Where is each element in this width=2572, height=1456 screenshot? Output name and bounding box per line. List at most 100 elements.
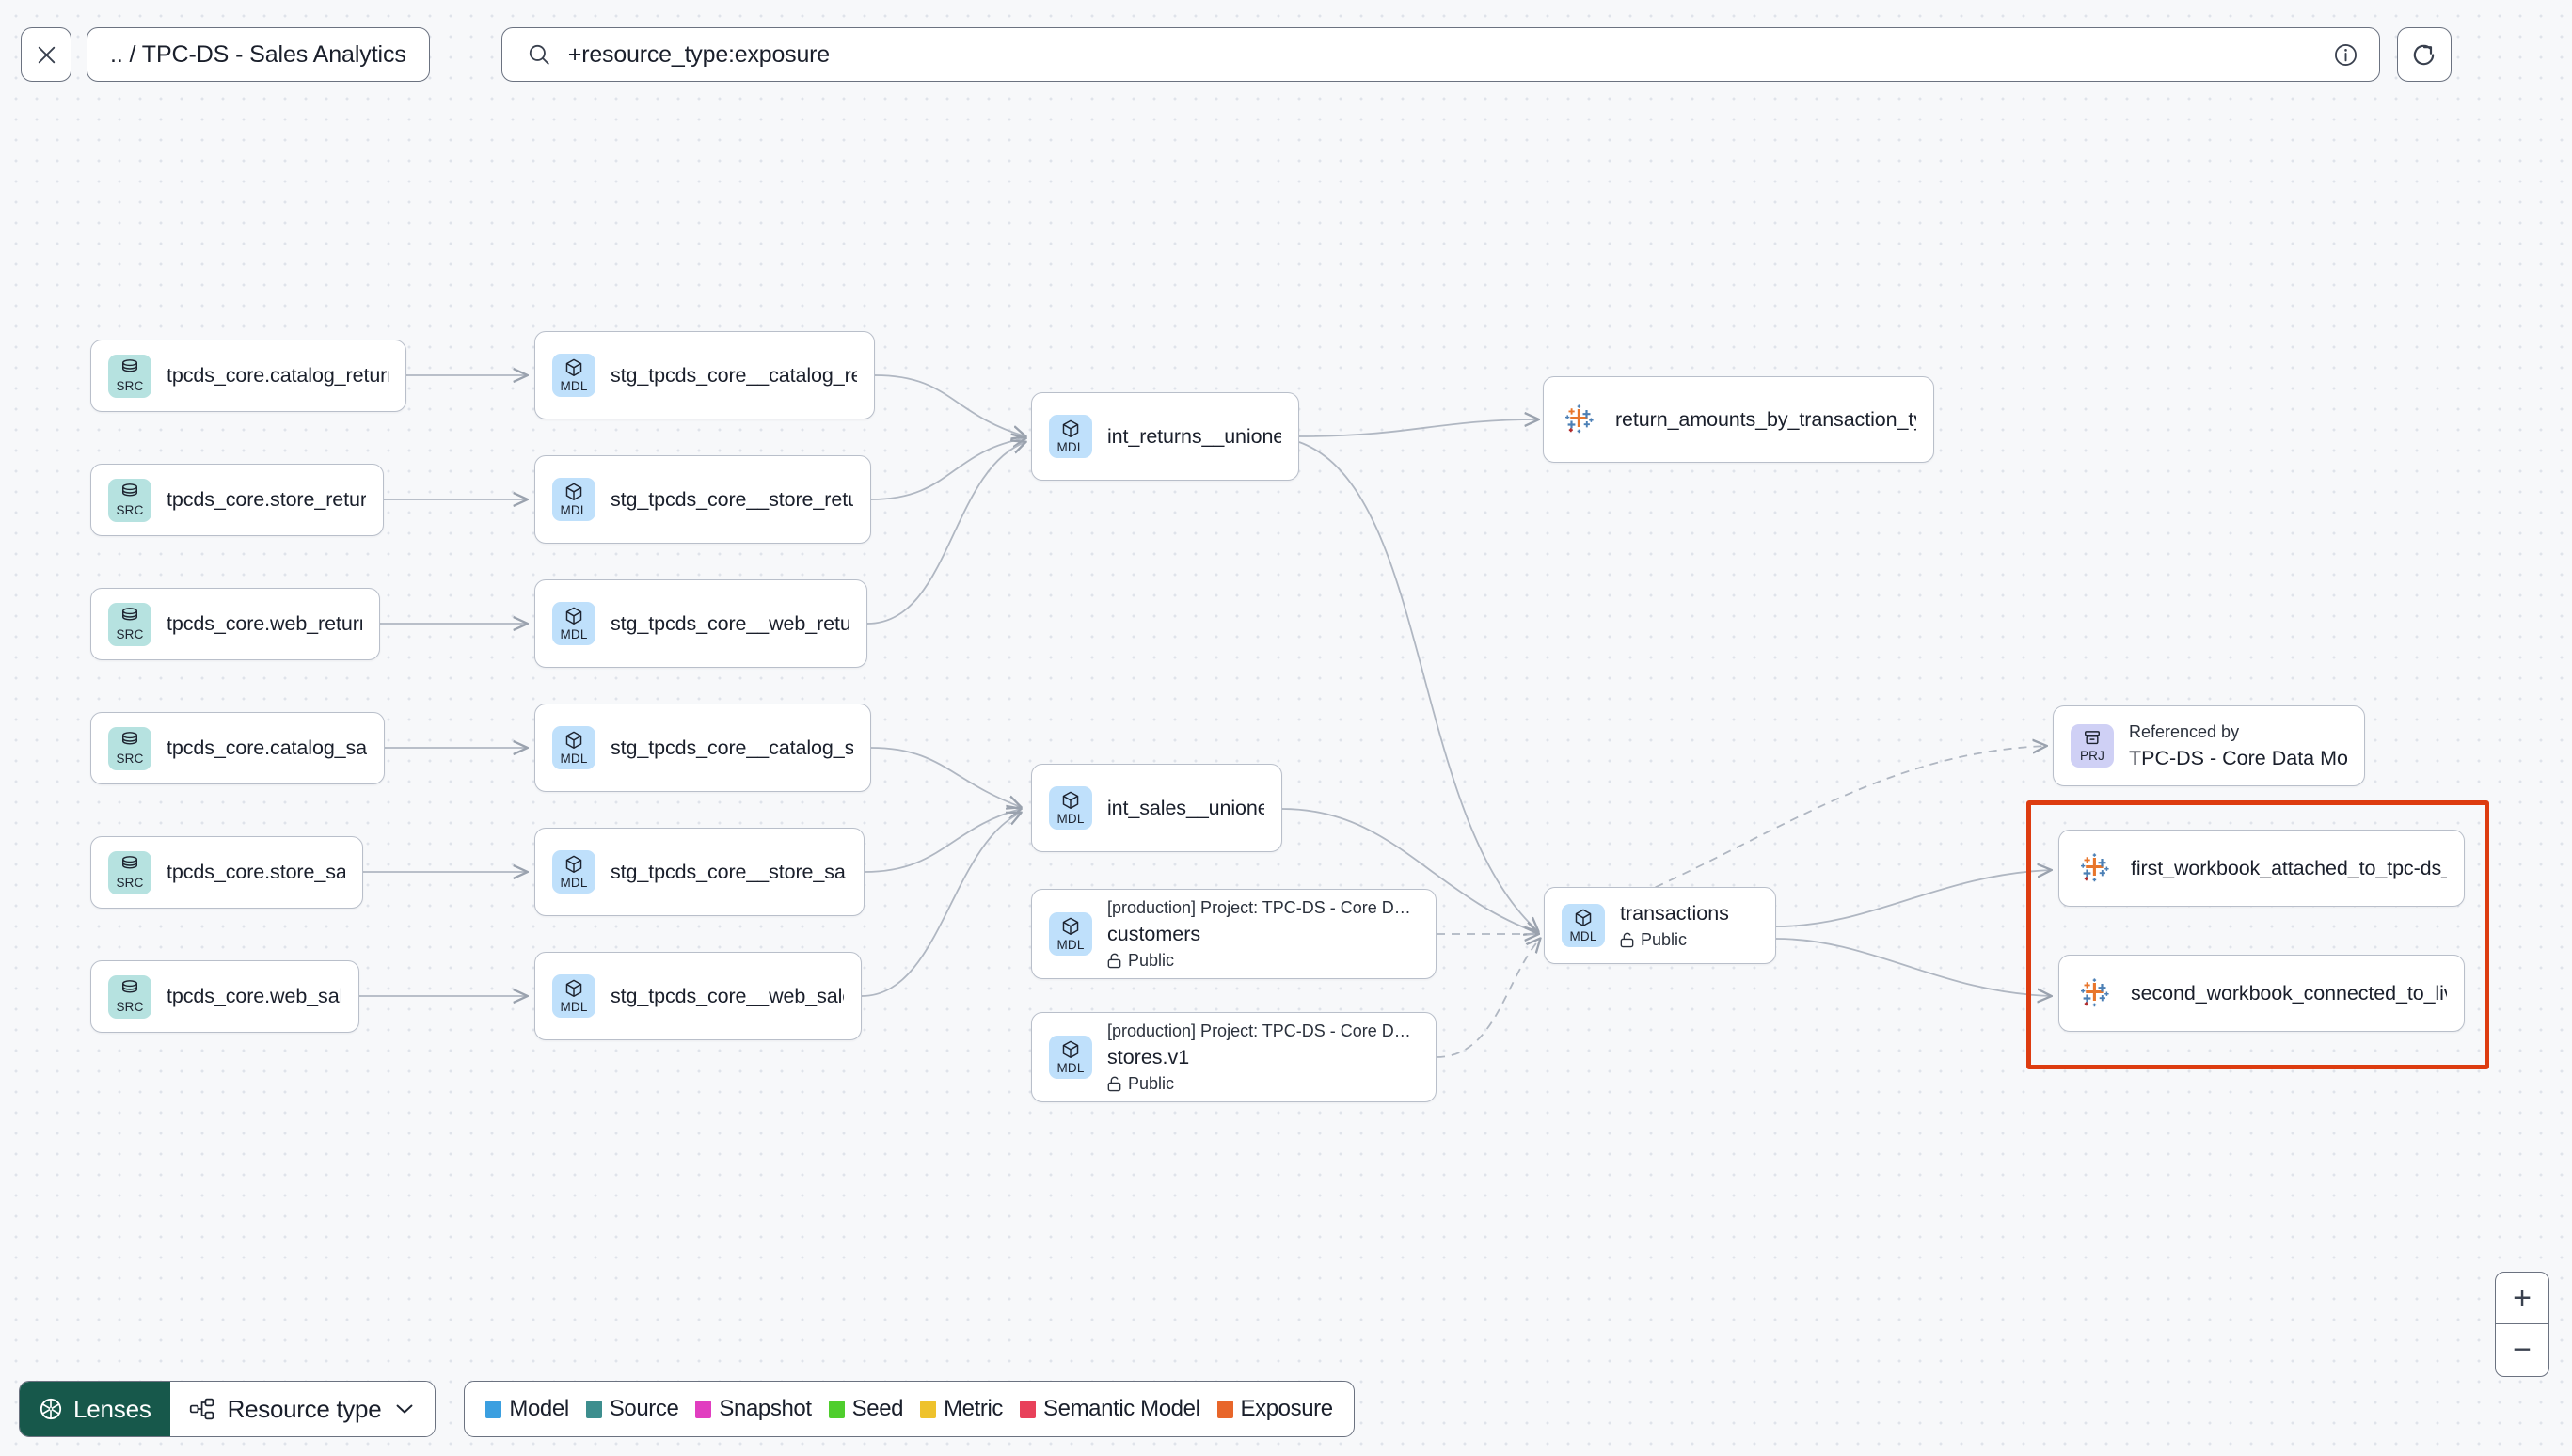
mdl-badge-label: MDL xyxy=(1569,929,1597,944)
node-int-sales-unioned[interactable]: MDL int_sales__unioned xyxy=(1031,764,1282,852)
legend-item[interactable]: Exposure xyxy=(1216,1396,1334,1422)
node-src-store-returns[interactable]: SRC tpcds_core.store_returns xyxy=(90,464,384,536)
legend-item[interactable]: Model xyxy=(485,1396,569,1422)
legend-swatch-exposure xyxy=(1216,1400,1233,1418)
node-label: return_amounts_by_transaction_type xyxy=(1615,407,1916,431)
refresh-icon xyxy=(2414,44,2435,65)
node-label: tpcds_core.catalog_returns xyxy=(167,364,389,387)
node-stg-store-returns[interactable]: MDL stg_tpcds_core__store_returns xyxy=(534,455,871,544)
resource-type-legend: Model Source Snapshot Seed Metric Semant… xyxy=(464,1381,1355,1437)
search-value[interactable]: +resource_type:exposure xyxy=(567,40,831,68)
legend-label: Metric xyxy=(944,1396,1004,1421)
mdl-badge-icon: MDL xyxy=(1049,1036,1092,1079)
node-reference-caption: Referenced by xyxy=(2129,721,2240,741)
tableau-icon xyxy=(2076,972,2114,1015)
legend-item[interactable]: Source xyxy=(585,1396,679,1422)
node-stg-web-sales[interactable]: MDL stg_tpcds_core__web_sales xyxy=(534,952,862,1040)
node-stg-store-sales[interactable]: MDL stg_tpcds_core__store_sales xyxy=(534,828,865,916)
mdl-badge-icon: MDL xyxy=(552,726,595,769)
cube-icon xyxy=(565,855,582,874)
mdl-badge-icon: MDL xyxy=(552,354,595,397)
mdl-badge-label: MDL xyxy=(1056,812,1085,827)
src-badge-label: SRC xyxy=(116,378,144,393)
node-src-catalog-returns[interactable]: SRC tpcds_core.catalog_returns xyxy=(90,340,406,412)
breadcrumb[interactable]: .. / TPC-DS - Sales Analytics xyxy=(87,27,430,82)
node-label: stg_tpcds_core__catalog_sales xyxy=(611,736,853,759)
mdl-badge-icon: MDL xyxy=(1049,912,1092,956)
legend-item[interactable]: Metric xyxy=(920,1396,1003,1422)
cube-icon xyxy=(565,731,582,750)
node-int-returns-unioned[interactable]: MDL int_returns__unioned xyxy=(1031,392,1299,481)
node-customers[interactable]: MDL [production] Project: TPC-DS - Core … xyxy=(1031,889,1437,979)
node-second-workbook[interactable]: second_workbook_connected_to_live… xyxy=(2058,955,2465,1032)
legend-swatch-seed xyxy=(828,1400,845,1418)
node-referenced-by-project[interactable]: PRJ Referenced by TPC-DS - Core Data Mod… xyxy=(2053,705,2365,786)
legend-label: Snapshot xyxy=(719,1396,812,1421)
mdl-badge-label: MDL xyxy=(560,752,588,767)
node-label: stg_tpcds_core__web_returns xyxy=(611,611,849,635)
tableau-glyph-icon xyxy=(2081,978,2109,1007)
mdl-badge-label: MDL xyxy=(560,503,588,518)
node-project-label: [production] Project: TPC-DS - Core Data… xyxy=(1107,897,1419,917)
legend-item[interactable]: Snapshot xyxy=(695,1396,812,1422)
tableau-icon xyxy=(2076,847,2114,890)
close-button[interactable] xyxy=(21,27,71,82)
node-stores-v1[interactable]: MDL [production] Project: TPC-DS - Core … xyxy=(1031,1012,1437,1102)
refresh-button[interactable] xyxy=(2396,27,2452,82)
node-src-web-returns[interactable]: SRC tpcds_core.web_returns xyxy=(90,588,380,660)
legend-label: Exposure xyxy=(1240,1396,1334,1421)
node-label: tpcds_core.store_sales xyxy=(167,861,345,883)
legend-item[interactable]: Seed xyxy=(828,1396,903,1422)
node-label: TPC-DS - Core Data Models xyxy=(2129,746,2347,769)
node-stg-web-returns[interactable]: MDL stg_tpcds_core__web_returns xyxy=(534,579,867,668)
zoom-out-button[interactable]: − xyxy=(2513,1332,2532,1368)
breadcrumb-label: .. / TPC-DS - Sales Analytics xyxy=(110,40,406,68)
resource-type-dropdown[interactable]: Resource type xyxy=(169,1382,436,1436)
node-stg-catalog-sales[interactable]: MDL stg_tpcds_core__catalog_sales xyxy=(534,704,871,792)
mdl-badge-icon: MDL xyxy=(1049,786,1092,830)
node-stg-catalog-returns[interactable]: MDL stg_tpcds_core__catalog_returns xyxy=(534,331,875,419)
resource-type-label: Resource type xyxy=(227,1394,382,1423)
zoom-in-button[interactable]: + xyxy=(2496,1273,2548,1324)
node-label: stores.v1 xyxy=(1107,1045,1190,1068)
search-icon xyxy=(529,44,549,65)
bottom-toolbar: Lenses Resource type Model xyxy=(19,1381,1355,1437)
close-icon xyxy=(38,46,55,63)
node-label: stg_tpcds_core__web_sales xyxy=(611,984,844,1007)
node-transactions[interactable]: MDL transactions Public xyxy=(1544,887,1776,964)
database-icon xyxy=(122,731,137,745)
node-return-amounts-by-transaction-type[interactable]: return_amounts_by_transaction_type xyxy=(1543,376,1934,463)
node-label: tpcds_core.catalog_sales xyxy=(167,736,367,759)
node-text-block: Referenced by TPC-DS - Core Data Models xyxy=(2129,722,2347,770)
src-badge-label: SRC xyxy=(116,502,144,517)
cube-icon xyxy=(1062,791,1079,810)
node-project-label: [production] Project: TPC-DS - Core Data… xyxy=(1107,1021,1419,1040)
search-input[interactable]: +resource_type:exposure xyxy=(500,27,2380,82)
lenses-button[interactable]: Lenses xyxy=(20,1382,170,1436)
src-badge-icon: SRC xyxy=(108,726,151,770)
mdl-badge-label: MDL xyxy=(560,1000,588,1015)
node-label: stg_tpcds_core__store_sales xyxy=(611,860,847,883)
database-icon xyxy=(122,979,137,993)
mdl-badge-label: MDL xyxy=(1056,1061,1085,1076)
info-icon[interactable] xyxy=(2333,42,2358,68)
prj-badge-label: PRJ xyxy=(2079,749,2105,764)
node-first-workbook[interactable]: first_workbook_attached_to_tpc-ds_-_… xyxy=(2058,830,2465,907)
tableau-glyph-icon xyxy=(2081,853,2109,882)
node-src-web-sales[interactable]: SRC tpcds_core.web_sales xyxy=(90,960,359,1033)
legend-item[interactable]: Semantic Model xyxy=(1020,1396,1200,1422)
mdl-badge-label: MDL xyxy=(1056,440,1085,455)
chevron-down-icon xyxy=(396,1404,413,1414)
node-src-catalog-sales[interactable]: SRC tpcds_core.catalog_sales xyxy=(90,712,385,784)
node-src-store-sales[interactable]: SRC tpcds_core.store_sales xyxy=(90,836,363,909)
mdl-badge-icon: MDL xyxy=(1049,415,1092,458)
unlock-icon xyxy=(1107,953,1121,968)
mdl-badge-label: MDL xyxy=(560,627,588,642)
mdl-badge-icon: MDL xyxy=(552,850,595,894)
node-label: tpcds_core.web_returns xyxy=(167,612,362,635)
zoom-controls: + − xyxy=(2495,1272,2549,1377)
node-label: stg_tpcds_core__catalog_returns xyxy=(611,363,857,387)
exposure-highlight-box xyxy=(2026,800,2489,1069)
